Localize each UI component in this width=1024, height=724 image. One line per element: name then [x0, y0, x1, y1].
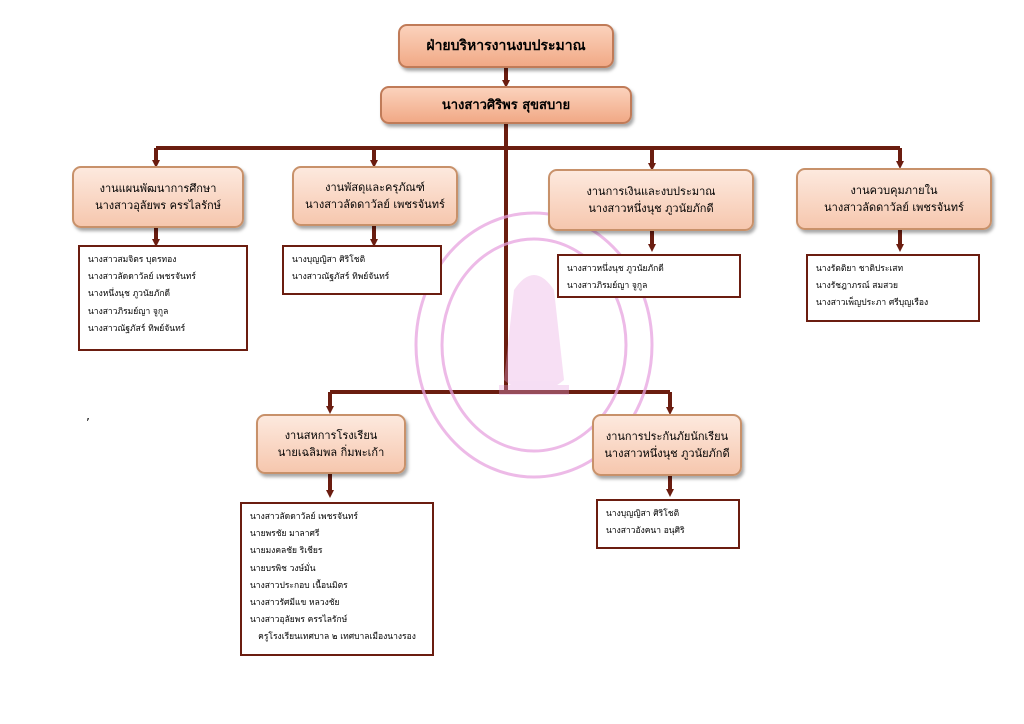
member-list-student-insurance: นางบุญญิสา ศิริโชติ นางสาวอังคนา อนุศิริ — [596, 499, 740, 549]
unit-box-student-insurance: งานการประกันภัยนักเรียน นางสาวหนึ่งนุช ภ… — [592, 414, 742, 476]
unit-leader: นางสาวหนึ่งนุช ภูวนัยภักดี — [604, 447, 730, 460]
member-name: นางสาวภิรมย์ญา จูกูล — [88, 306, 169, 317]
member-list-internal-control: นางรัตติยา ชาติประเสท นางรัชฎาภรณ์ สมสวย… — [806, 254, 980, 322]
member-name: ครูโรงเรียนเทศบาล ๒ เทศบาลเมืองนางรอง — [258, 632, 416, 643]
member-list-finance-budget: นางสาวหนึ่งนุช ภูวนัยภักดี นางสาวภิรมย์ญ… — [557, 254, 741, 298]
member-name: นางสาวรัศมีแข หลวงชัย — [250, 598, 340, 609]
department-head-box: นางสาวศิริพร สุขสบาย — [380, 86, 632, 124]
unit-title: งานควบคุมภายใน — [850, 184, 938, 197]
member-name: นางสาวประกอบ เนื้อนมิตร — [250, 580, 348, 591]
unit-leader: นางสาวหนึ่งนุช ภูวนัยภักดี — [588, 202, 714, 215]
unit-leader: นางสาวอุลัยพร ครรไลรักษ์ — [95, 199, 221, 212]
member-name: นางรัชฎาภรณ์ สมสวย — [816, 281, 899, 292]
unit-title: งานการประกันภัยนักเรียน — [605, 430, 729, 443]
member-name: นางสาวภิรมย์ญา จูกูล — [567, 281, 648, 292]
member-name: นางสาวลัดดาวัลย์ เพชรจันทร์ — [250, 512, 358, 522]
unit-title: งานแผนพัฒนาการศึกษา — [99, 182, 217, 195]
member-name: นางสาวหนึ่งนุช ภูวนัยภักดี — [567, 264, 664, 274]
member-name: นางสาวอังคนา อนุศิริ — [606, 526, 685, 537]
member-name: นายมงคลชัย ริเชียร — [250, 546, 323, 557]
unit-leader: นายเฉลิมพล กิ่มพะเก้า — [277, 446, 385, 459]
unit-title: งานการเงินและงบประมาณ — [586, 185, 716, 198]
member-name: นายบรพิช วงษ์มั่น — [250, 563, 316, 574]
school-seal-watermark — [414, 211, 654, 479]
member-name: นางบุญญิสา ศิริโชติ — [292, 255, 366, 265]
unit-box-school-cooperative: งานสหการโรงเรียน นายเฉลิมพล กิ่มพะเก้า — [256, 414, 406, 474]
unit-box-internal-control: งานควบคุมภายใน นางสาวลัดดาวัลย์ เพชรจันท… — [796, 168, 992, 230]
department-title: ฝ่ายบริหารงานงบประมาณ — [426, 37, 586, 54]
unit-leader: นางสาวลัดดาวัลย์ เพชรจันทร์ — [824, 201, 964, 214]
member-name: นางบุญญิสา ศิริโชติ — [606, 509, 680, 519]
member-name: นางสาวณัฐภัสร์ ทิพย์จันทร์ — [88, 323, 186, 334]
unit-box-supplies: งานพัสดุและครุภัณฑ์ นางสาวลัดดาวัลย์ เพช… — [292, 166, 458, 226]
unit-box-education-plan: งานแผนพัฒนาการศึกษา นางสาวอุลัยพร ครรไลร… — [72, 166, 244, 228]
member-name: นางสาวอุลัยพร ครรไลรักษ์ — [250, 615, 348, 626]
member-name: นางสาวลัดดาวัลย์ เพชรจันทร์ — [88, 272, 196, 283]
member-name: นางสาวณัฐภัสร์ ทิพย์จันทร์ — [292, 272, 390, 283]
member-list-supplies: นางบุญญิสา ศิริโชติ นางสาวณัฐภัสร์ ทิพย์… — [282, 245, 442, 295]
unit-leader: นางสาวลัดดาวัลย์ เพชรจันทร์ — [305, 198, 445, 211]
member-name: นางหนึ่งนุช ภูวนัยภักดี — [88, 289, 171, 300]
unit-title: งานพัสดุและครุภัณฑ์ — [325, 181, 425, 194]
member-name: นางสาวเพ็ญประภา ศรีบุญเรือง — [816, 298, 929, 309]
member-name: นางรัตติยา ชาติประเสท — [816, 264, 904, 274]
stray-mark: ’ — [86, 416, 90, 430]
member-list-education-plan: นางสาวสมจิตร บุตรทอง นางสาวลัดดาวัลย์ เพ… — [78, 245, 248, 351]
department-head-name: นางสาวศิริพร สุขสบาย — [441, 97, 571, 113]
unit-box-finance-budget: งานการเงินและงบประมาณ นางสาวหนึ่งนุช ภูว… — [548, 169, 754, 231]
member-name: นายพรชัย มาลาศรี — [250, 529, 320, 540]
department-title-box: ฝ่ายบริหารงานงบประมาณ — [398, 24, 614, 68]
unit-title: งานสหการโรงเรียน — [284, 429, 378, 442]
member-name: นางสาวสมจิตร บุตรทอง — [88, 255, 177, 265]
member-list-school-cooperative: นางสาวลัดดาวัลย์ เพชรจันทร์ นายพรชัย มาล… — [240, 502, 434, 656]
